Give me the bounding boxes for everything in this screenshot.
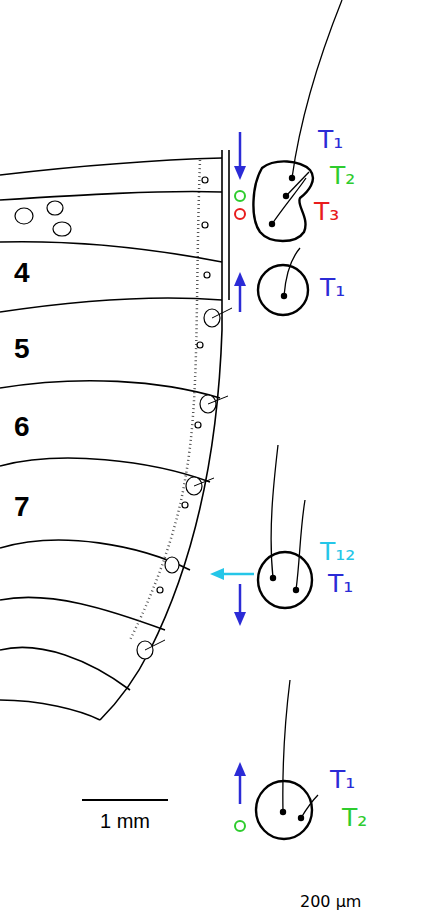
seta-base [298,815,304,821]
arrow-shaft [222,573,254,576]
scale-label: 200 μm [300,893,361,911]
open-circle [235,191,245,201]
seta [296,500,305,590]
seta [145,640,165,650]
spiracle [195,422,201,428]
stippled-margin [130,160,200,640]
seta-base [293,587,299,593]
seta [212,308,232,318]
body-outline [228,150,230,300]
segment-number: 7 [14,492,30,523]
arrow-head [210,568,224,580]
seta-label: T₂ [330,162,355,190]
spiracle [202,222,208,228]
segment-number: 5 [14,334,30,365]
seta-base [270,575,276,581]
segment-line [0,458,210,482]
spiracle [157,587,163,593]
arrow-shaft [239,584,242,614]
segment-line [0,700,100,720]
spiracle [197,342,203,348]
arrow-head [234,272,246,286]
seta-label: T₁ [330,766,355,794]
seta-base [269,221,275,227]
segment-line [0,647,130,690]
segment-lines [0,150,229,720]
tubercle-border [258,265,308,315]
segment-number: 4 [14,258,30,289]
seta-base [289,175,295,181]
segment-number: 6 [14,412,30,443]
seta-label: T₁ [320,274,345,302]
seta-base [281,293,287,299]
spiracles [157,177,210,593]
scale-bar [82,799,168,801]
arrow-head [234,762,246,776]
direction-arrows [210,132,254,831]
segment-line [0,158,222,175]
seta [194,478,214,486]
tubercle-border [253,161,313,241]
tubercle-shape [250,538,380,618]
small-setae [145,308,232,650]
body-outline [100,150,222,720]
open-circle [235,821,245,831]
seta-label: T₁₂ [320,538,355,566]
tubercle-outline: T₁ T₂ T₃ [250,120,390,250]
tubercle-border [258,552,312,608]
arrow-head [234,166,246,180]
segment-line [0,540,190,570]
arrow-head [234,612,246,626]
seta-base [283,193,289,199]
spiracle [182,502,188,508]
arrow-shaft [239,132,242,168]
tubercle-outline: T₁ T₂ [250,765,390,845]
tubercle-outline: T₁₂ T₁ [250,538,380,618]
small-tubercle [47,201,63,215]
arrow-shaft [239,774,242,804]
small-tubercles [15,201,220,659]
spiracle [202,177,208,183]
spiracle [204,272,210,278]
tubercle-outline: T₁ [250,255,360,325]
seta-label: T₁ [328,570,353,598]
small-tubercle [165,557,179,573]
seta [283,680,290,812]
seta-label: T₂ [342,804,367,832]
segment-line [0,381,220,398]
segment-line [0,597,165,630]
tubercle-border [256,781,312,839]
seta-label: T₁ [318,126,343,154]
seta [284,248,300,296]
segment-line [0,242,222,262]
arrow-shaft [239,284,242,312]
tubercle-setae [269,0,342,821]
seta [208,396,228,404]
small-tubercle [53,222,71,236]
scale-label: 1 mm [100,810,150,832]
segment-line [0,298,222,312]
small-tubercle [15,208,33,224]
seta-label: T₃ [314,198,339,226]
seta [272,178,306,224]
seta [271,445,278,578]
open-circle [235,209,245,219]
segment-line [0,192,222,200]
seta-base [280,809,286,815]
tubercle-shape [250,765,390,845]
